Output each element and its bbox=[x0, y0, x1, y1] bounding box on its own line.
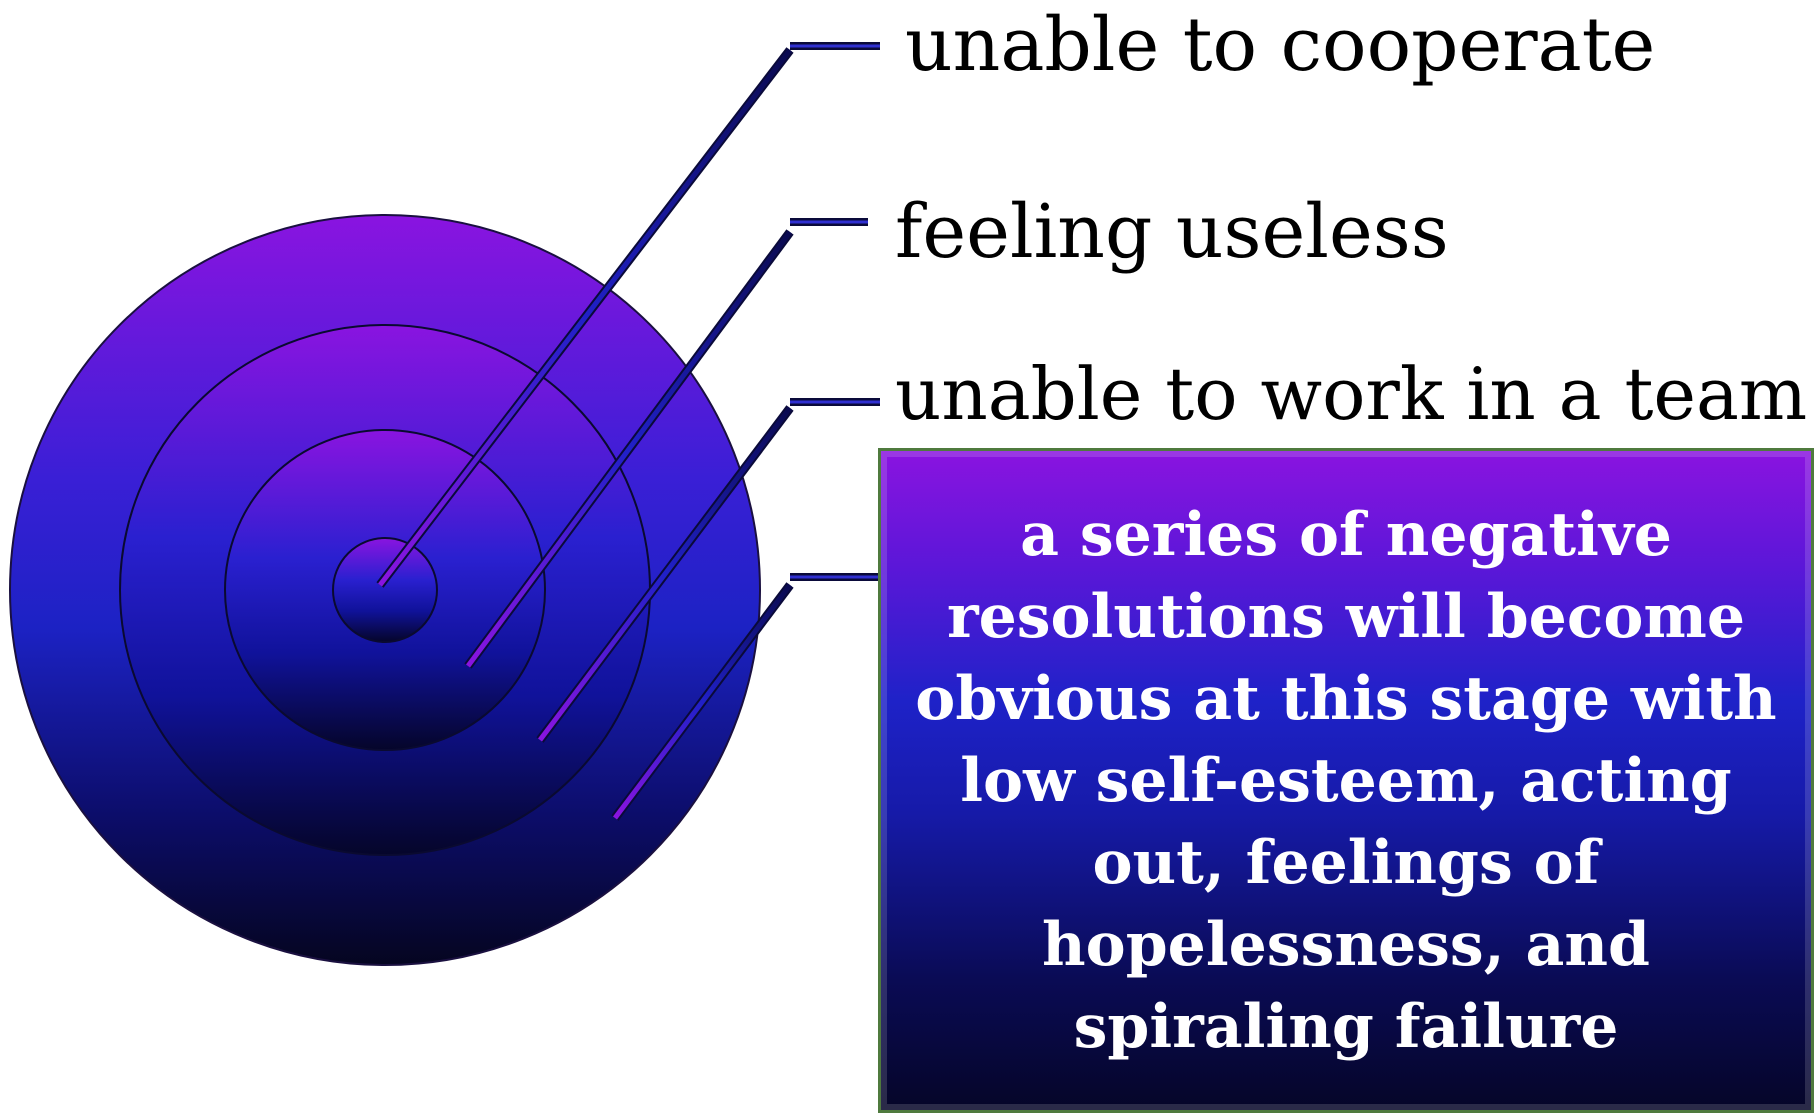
ring-center bbox=[332, 537, 438, 643]
connector-4 bbox=[611, 573, 880, 821]
connector-2 bbox=[464, 218, 868, 669]
label-unable-to-cooperate: unable to cooperate bbox=[905, 2, 1656, 88]
description-text: a series of negative resolutions will be… bbox=[915, 499, 1777, 1062]
connector-3 bbox=[536, 398, 880, 743]
label-feeling-useless: feeling useless bbox=[895, 189, 1449, 275]
description-box: a series of negative resolutions will be… bbox=[878, 448, 1814, 1113]
connector-1 bbox=[376, 42, 880, 588]
label-unable-to-work-in-team: unable to work in a team bbox=[895, 352, 1808, 436]
